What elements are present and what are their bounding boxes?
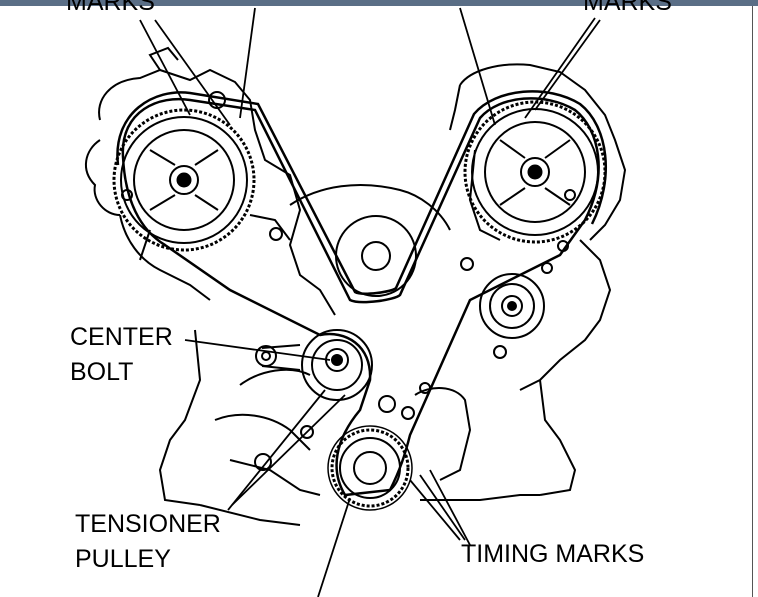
timing-belt [116, 90, 608, 497]
timing-marks-label: TIMING MARKS [461, 540, 644, 568]
left-camshaft-sprocket [112, 108, 256, 252]
block-detail-bolts [121, 91, 576, 471]
tensioner-pulley-label-line2: PULLEY [75, 545, 171, 573]
window-right-edge [752, 6, 758, 597]
tensioner-pulley [261, 329, 373, 401]
center-bolt-label-line1: CENTER [70, 323, 173, 351]
idler-pulley-top [335, 215, 417, 297]
crankshaft-sprocket [327, 425, 413, 511]
idler-pulley-right [479, 273, 545, 339]
marks-label-right: MARKS [583, 0, 672, 16]
marks-label-left: MARKS [66, 0, 155, 16]
tensioner-pulley-label-line1: TENSIONER [75, 510, 221, 538]
window-title-bar [0, 0, 758, 6]
leader-lines [139, 7, 601, 597]
center-bolt-label-line2: BOLT [70, 358, 133, 386]
